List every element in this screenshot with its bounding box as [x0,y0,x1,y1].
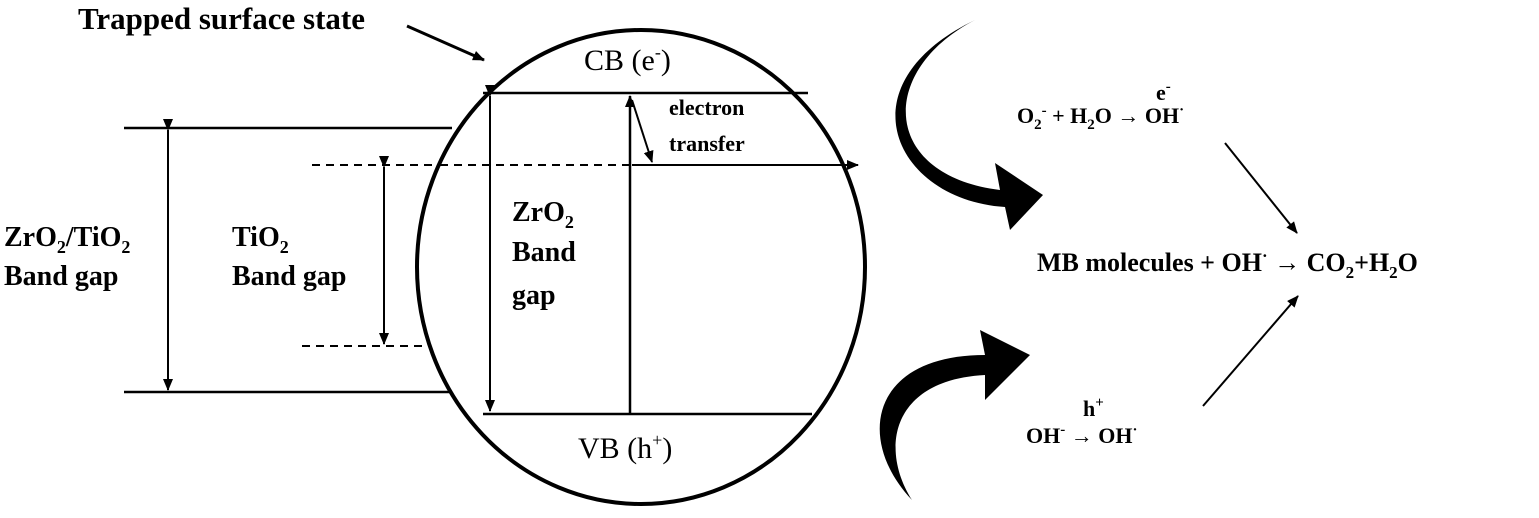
reaction-3: OH- → OH· [1026,422,1137,448]
tio2-band-gap-label: TiO2 [232,222,289,257]
electron-transfer-label-1: electron [669,95,744,120]
tio2-band-gap-label-2: Band gap [232,261,346,292]
zro2-band-gap-label: ZrO2 [512,197,574,232]
zro2-band-gap-label-3: gap [512,280,556,311]
trapped-arrow [406,24,485,62]
electron-transfer-label-2: transfer [669,131,745,156]
reaction-1-arrow [1224,142,1298,234]
reaction-1: O2- + H2O → OH· [1017,102,1184,133]
mb-reaction: MB molecules + OH· → CO2+H2O [1037,246,1418,282]
zro2-tio2-band-gap-label-2: Band gap [4,261,118,292]
zro2-tio2-band-gap-label: ZrO2/TiO2 [4,222,130,257]
electron-transfer-pointer [631,99,654,163]
vb-label: VB (h+) [578,430,672,465]
curved-arrow-bottom [879,330,1030,500]
curved-arrow-top [895,20,1043,230]
reaction-3-above: h+ [1083,395,1104,421]
particle-circle [415,28,867,506]
reaction-1-above: e- [1156,79,1171,105]
zro2-band-gap-label-2: Band [512,237,576,268]
trapped-surface-state-label: Trapped surface state [78,1,365,36]
reaction-3-arrow [1202,295,1299,407]
cb-label: CB (e-) [584,42,671,77]
